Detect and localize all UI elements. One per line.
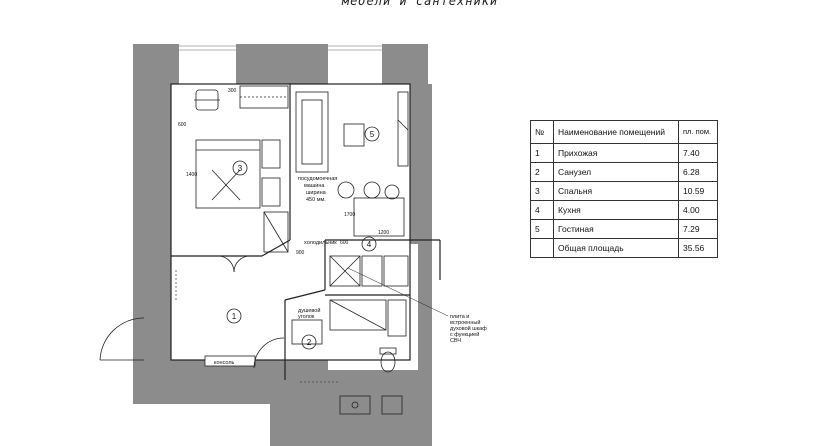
svg-text:5: 5 (370, 130, 375, 139)
note-dishwasher-3: ширина (306, 190, 327, 196)
table-row: 4 Кухня 4.00 (530, 200, 718, 220)
row-area: 7.29 (678, 219, 718, 239)
row-name: Гостиная (553, 219, 679, 239)
room-marker-3: 3 (232, 160, 248, 176)
toilet (379, 347, 397, 373)
note-stove-1: плита и (450, 314, 469, 320)
radiators (175, 270, 340, 383)
note-stove-4: с функцией (450, 331, 479, 338)
dim-table-gap: 1200 (378, 230, 389, 236)
note-console: консоль (214, 360, 235, 366)
svg-text:2: 2 (307, 338, 312, 347)
room-markers: 1 2 3 4 5 (226, 126, 380, 350)
row-num: 1 (530, 143, 554, 163)
note-fridge: холодильник (304, 240, 337, 246)
room-marker-5: 5 (364, 126, 380, 142)
table-total-row: Общая площадь 35.56 (530, 238, 718, 258)
row-num: 2 (530, 162, 554, 182)
dim-door-gap: 900 (296, 250, 305, 256)
table-row: 5 Гостиная 7.29 (530, 219, 718, 239)
dim-bed-offset: 600 (178, 122, 187, 128)
room-marker-4: 4 (361, 236, 377, 252)
row-name: Спальня (553, 181, 679, 201)
table-header-row: № Наименование помещений пл. пом. (530, 120, 718, 144)
sofa (295, 91, 329, 173)
note-stove-5: СВЧ (450, 338, 461, 344)
windows (179, 45, 382, 51)
exterior-walls (133, 44, 432, 446)
dim-wardrobe: 300 (228, 88, 237, 94)
note-dishwasher-4: 450 мм. (306, 197, 326, 203)
note-stove-3: духовой шкаф (450, 325, 487, 332)
total-name: Общая площадь (553, 238, 679, 258)
entrance-door (99, 255, 251, 361)
sink (339, 395, 403, 415)
dining-set (337, 181, 405, 237)
room-marker-2: 2 (301, 334, 317, 350)
kitchen-units (329, 255, 409, 287)
desk-chair (194, 85, 289, 111)
dim-bed-length: 1400 (186, 172, 197, 178)
interior-walls (170, 83, 441, 380)
header-area: пл. пом. (678, 120, 718, 144)
note-stove-2: встроенный (450, 319, 480, 326)
annotations: посудомоечная машина ширина 450 мм. холо… (214, 176, 487, 366)
note-shower-2: уголок (298, 314, 315, 320)
note-dishwasher-2: машина (304, 183, 325, 189)
row-num: 5 (530, 219, 554, 239)
coffee-table (343, 123, 365, 147)
table-row: 2 Санузел 6.28 (530, 162, 718, 182)
row-name: Кухня (553, 200, 679, 220)
nightstands (261, 139, 281, 207)
total-area: 35.56 (678, 238, 718, 258)
bathtub (329, 299, 407, 337)
note-dishwasher-1: посудомоечная (298, 176, 337, 182)
svg-text:4: 4 (367, 240, 372, 249)
table-row: 1 Прихожая 7.40 (530, 143, 718, 163)
wardrobe (263, 211, 289, 253)
bed (195, 139, 261, 209)
bathroom-door (253, 337, 285, 369)
row-name: Прихожая (553, 143, 679, 163)
drawing-subtitle: мебели и сантехники (341, 0, 499, 8)
dim-kitchen-side: 600 (340, 240, 349, 246)
note-shower-1: душевой (298, 307, 320, 314)
total-num (530, 238, 554, 258)
tv-stand (397, 91, 409, 167)
svg-text:3: 3 (238, 164, 243, 173)
header-name: Наименование помещений (553, 120, 679, 144)
table-row: 3 Спальня 10.59 (530, 181, 718, 201)
rooms-table: № Наименование помещений пл. пом. 1 Прих… (530, 120, 718, 258)
shower-corner (291, 319, 323, 345)
svg-text:1: 1 (232, 312, 237, 321)
row-area: 10.59 (678, 181, 718, 201)
row-area: 6.28 (678, 162, 718, 182)
row-area: 4.00 (678, 200, 718, 220)
row-name: Санузел (553, 162, 679, 182)
row-area: 7.40 (678, 143, 718, 163)
header-num: № (530, 120, 554, 144)
dim-table-top: 1700 (344, 212, 355, 218)
room-marker-1: 1 (226, 308, 242, 324)
dimensions: 600 1400 300 1700 1200 600 900 (178, 88, 389, 256)
row-num: 4 (530, 200, 554, 220)
row-num: 3 (530, 181, 554, 201)
